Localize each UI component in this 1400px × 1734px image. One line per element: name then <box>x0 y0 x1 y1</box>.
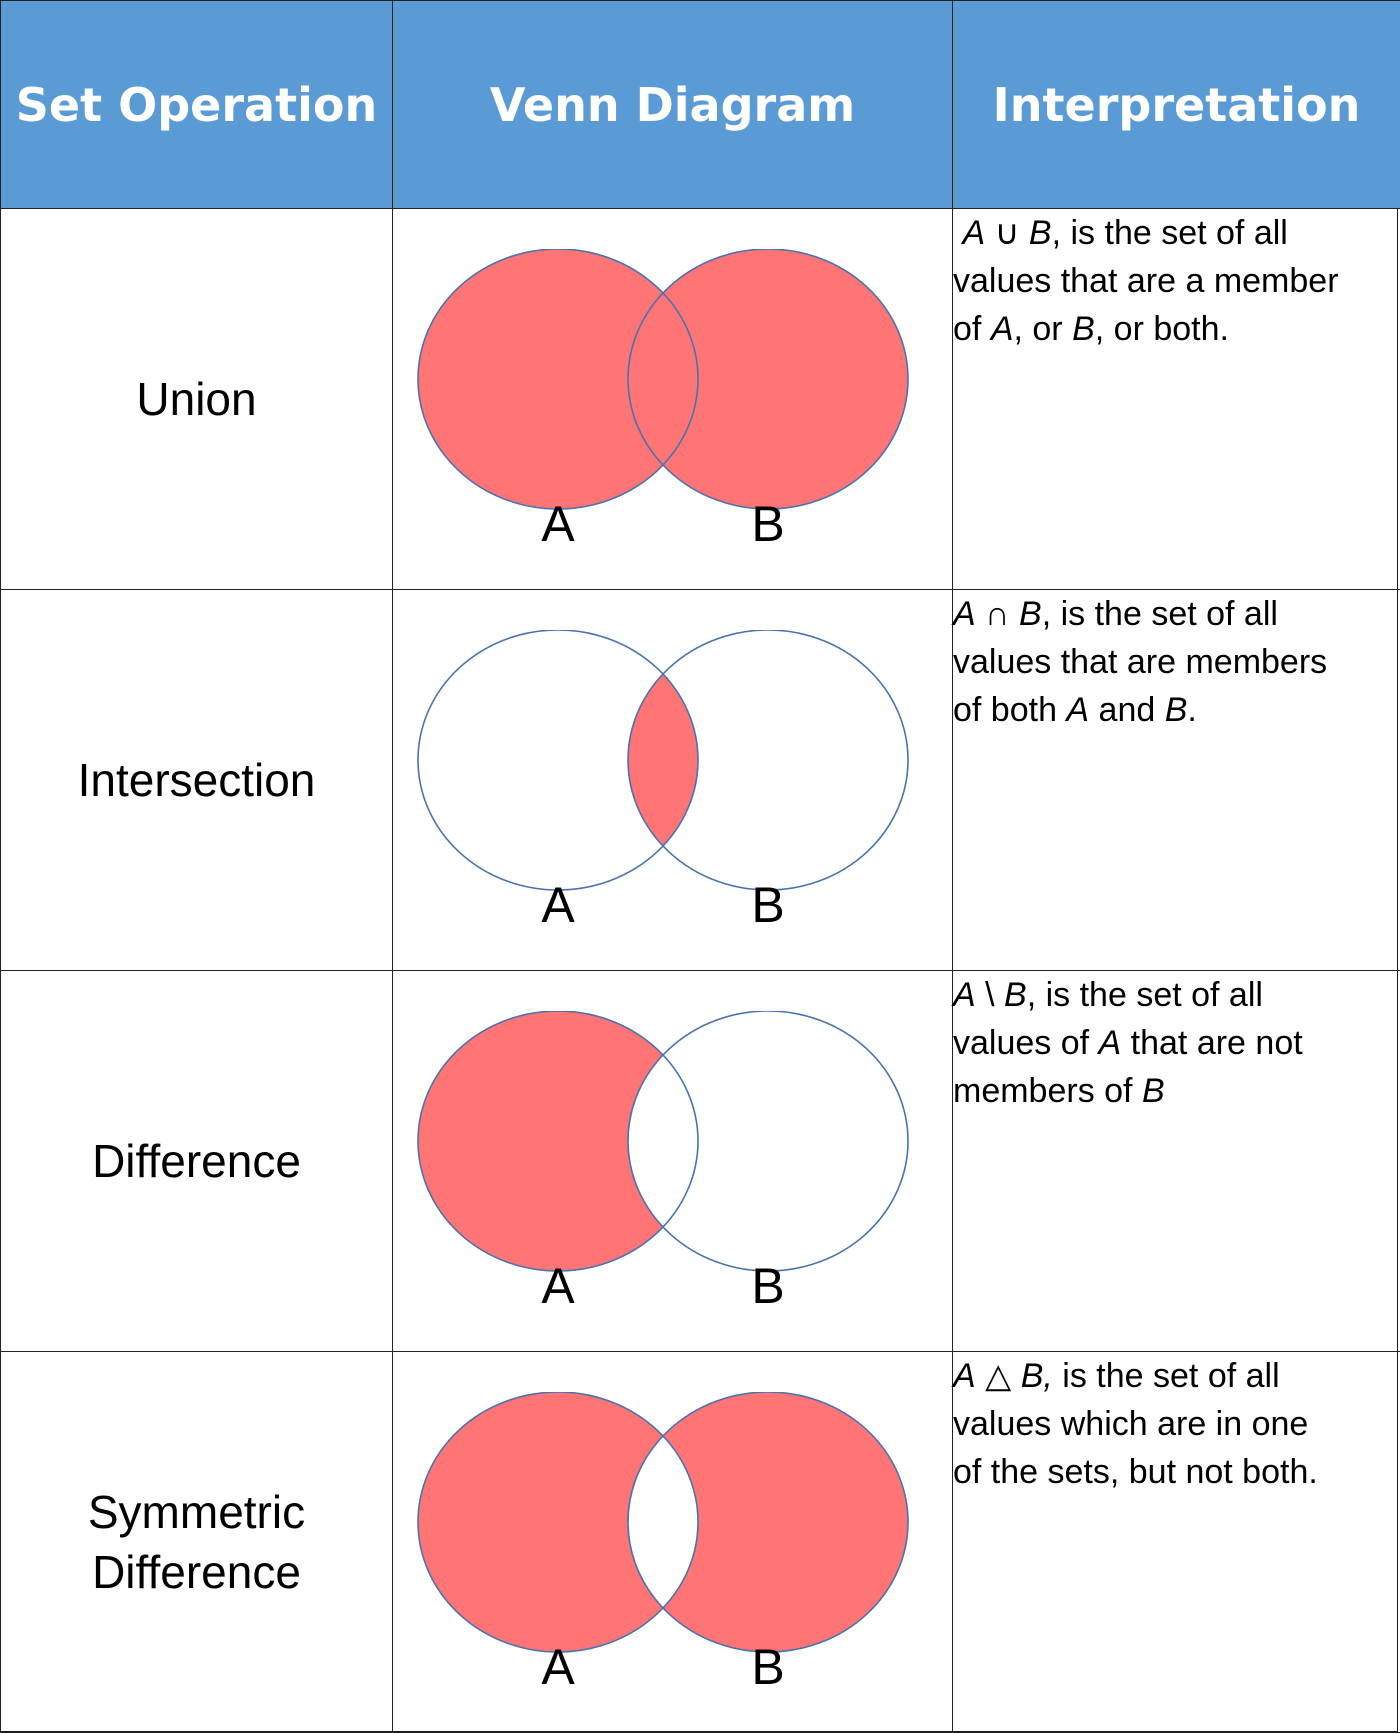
set-b-label: B <box>751 1639 784 1692</box>
interp-line-1: A ∪ B, is the set of all <box>953 209 1400 257</box>
set-a-label: A <box>541 877 575 930</box>
region-a <box>417 249 698 509</box>
operator-symbol: ∪ <box>985 214 1029 252</box>
interp-text: . <box>1187 691 1197 729</box>
header-row: Set Operation Venn Diagram Interpretatio… <box>0 0 1400 209</box>
interp-line-1: A \ B, is the set of all <box>953 971 1400 1019</box>
set-b-outline <box>626 630 909 891</box>
interpretation-text: A ∩ B, is the set of all values that are… <box>952 589 1400 971</box>
set-a-outline <box>416 630 699 891</box>
header-interpretation: Interpretation <box>952 0 1400 209</box>
symbol-b: B <box>1019 595 1042 633</box>
symbol-a: A <box>1066 691 1090 729</box>
set-b-label: B <box>751 496 784 549</box>
header-venn-diagram: Venn Diagram <box>392 0 953 209</box>
operation-name: Difference <box>0 970 393 1352</box>
interp-line-2: values that are a member <box>953 262 1339 300</box>
interp-line-1: A ∩ B, is the set of all <box>953 590 1400 638</box>
interp-text: , is the set of all <box>1026 976 1263 1014</box>
set-b-outline <box>626 249 909 510</box>
set-a-outline <box>416 1392 699 1653</box>
symbol-a: A <box>990 310 1014 348</box>
operation-name-line-2: Difference <box>92 1546 301 1598</box>
symbol-b: B <box>1004 976 1027 1014</box>
interp-text: of <box>953 310 991 348</box>
interp-text: and <box>1089 691 1165 729</box>
set-b-outline <box>626 1392 909 1653</box>
operation-name: Union <box>0 208 393 590</box>
interp-line-3: of the sets, but not both. <box>953 1453 1318 1491</box>
set-b-label: B <box>751 877 784 930</box>
interp-text: values of <box>953 1024 1099 1062</box>
operation-name: Symmetric Difference <box>0 1351 393 1733</box>
interp-text: , or <box>1013 310 1073 348</box>
symbol-a: A <box>953 976 976 1014</box>
interp-line-2: values of A that are not <box>953 1019 1400 1067</box>
symbol-a: A <box>953 1357 976 1395</box>
interp-line-3: of A, or B, or both. <box>953 305 1400 353</box>
set-b-label: B <box>751 1258 784 1311</box>
set-a-label: A <box>541 1639 575 1692</box>
header-set-operation: Set Operation <box>0 0 393 209</box>
symbol-b: B <box>1164 691 1188 729</box>
interpretation-text: A △ B, is the set of all values which ar… <box>952 1351 1400 1733</box>
set-a-label: A <box>541 496 575 549</box>
interp-line-1: A △ B, is the set of all <box>953 1352 1400 1400</box>
operator-symbol: △ <box>975 1357 1021 1395</box>
interp-line-2: values that are members <box>953 643 1328 681</box>
region-b <box>627 249 908 509</box>
symbol-a: A <box>962 214 986 252</box>
set-a-label: A <box>541 1258 575 1311</box>
symbol-b: B <box>1028 214 1052 252</box>
interp-line-2: values which are in one <box>953 1405 1309 1443</box>
symbol-a: A <box>1098 1024 1122 1062</box>
interpretation-text: A ∪ B, is the set of all values that are… <box>952 208 1400 590</box>
symbol-a: A <box>953 595 976 633</box>
operator-symbol: \ <box>975 976 1005 1014</box>
operation-name-line-1: Symmetric <box>87 1486 306 1538</box>
interp-text: that are not <box>1121 1024 1303 1062</box>
set-a-outline <box>416 1011 699 1272</box>
operator-symbol: ∩ <box>975 595 1020 633</box>
interp-text: , is the set of all <box>1051 214 1288 252</box>
interp-text: , is the set of all <box>1041 595 1278 633</box>
region-a-and-b <box>627 630 698 890</box>
interp-text: members of <box>953 1072 1142 1110</box>
operation-name: Intersection <box>0 589 393 971</box>
region-a-minus-b <box>417 1011 698 1271</box>
interp-text: , or both. <box>1094 310 1229 348</box>
interp-text: of both <box>953 691 1067 729</box>
interp-line-3: members of B <box>953 1067 1400 1115</box>
symbol-b: B, <box>1020 1357 1053 1395</box>
set-b-outline <box>626 1011 909 1272</box>
set-a-outline <box>416 249 699 510</box>
symbol-b: B <box>1072 310 1095 348</box>
symbol-b: B <box>1141 1072 1165 1110</box>
interp-text: is the set of all <box>1052 1357 1280 1395</box>
interpretation-text: A \ B, is the set of all values of A tha… <box>952 970 1400 1352</box>
region-symmetric-difference <box>417 1392 908 1652</box>
interp-line-3: of both A and B. <box>953 686 1400 734</box>
